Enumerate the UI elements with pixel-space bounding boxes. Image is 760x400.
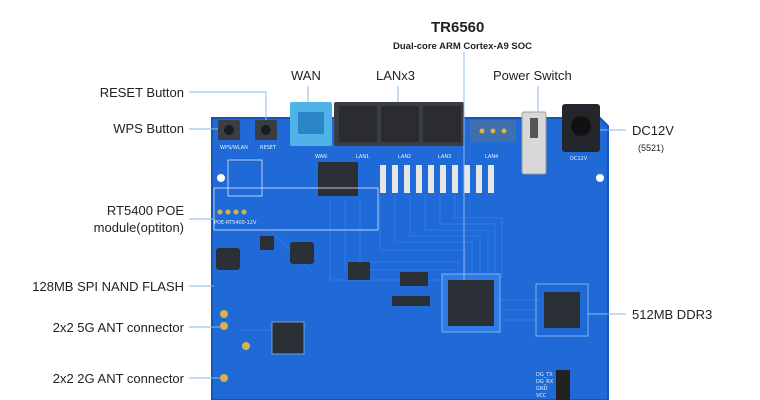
silk-dc12v: DC12V — [570, 156, 588, 162]
mounting-hole — [217, 174, 225, 182]
power-switch-label: Power Switch — [493, 68, 572, 83]
silk-lan2: LAN2 — [398, 154, 411, 160]
silk-debug-gnd: GND — [536, 386, 548, 392]
mounting-hole — [596, 174, 604, 182]
callout-lines — [189, 52, 626, 379]
small-chip — [392, 296, 430, 306]
reset-button-cap — [261, 125, 271, 135]
silk-wan: WAN — [315, 154, 327, 160]
soc-chip — [448, 280, 494, 326]
lan-port-2[interactable] — [381, 106, 419, 142]
poe-connector — [227, 159, 263, 197]
ant-5g-connector-2[interactable] — [242, 342, 250, 350]
header-pin — [490, 128, 496, 134]
silk-lan4: LAN4 — [485, 154, 498, 160]
power-switch-lever — [530, 118, 538, 138]
poe-pin — [233, 209, 239, 215]
silk-lan1: LAN1 — [356, 154, 369, 160]
poe-pin — [217, 209, 223, 215]
pcb-board — [211, 117, 609, 400]
soc-title: TR6560 — [431, 19, 485, 36]
silk-reset: RESET — [260, 145, 277, 151]
dc-in-spec-label: (5521) — [638, 143, 665, 153]
poe-module-label-line1: RT5400 POE — [106, 203, 184, 218]
regulator-chip — [260, 236, 274, 250]
power-switch[interactable] — [521, 111, 547, 175]
debug-header — [556, 370, 570, 400]
silk-wps-wlan: WPS/WLAN — [220, 145, 248, 151]
silk-debug-rx: DG_RX — [536, 379, 554, 385]
wps-button-label: WPS Button — [113, 121, 184, 136]
ant-5g-connector[interactable] — [220, 322, 228, 330]
silk-debug-vcc: VCC — [536, 393, 547, 399]
poe-pin — [225, 209, 231, 215]
ddr-label: 512MB DDR3 — [632, 307, 713, 322]
ant-2g-label: 2x2 2G ANT connector — [52, 371, 184, 386]
wifi-chip — [271, 321, 305, 355]
ant-5g-label: 2x2 5G ANT connector — [52, 320, 184, 335]
passive-component-array — [380, 165, 494, 193]
inductor — [216, 248, 240, 270]
ant-5g-connector[interactable] — [220, 310, 228, 318]
silk-lan3: LAN3 — [438, 154, 451, 160]
ant-2g-connector[interactable] — [220, 374, 228, 382]
wan-label: WAN — [291, 68, 321, 83]
ethernet-transformer — [318, 162, 358, 196]
ddr-chip-outline — [535, 283, 589, 337]
nand-flash-chip — [348, 262, 370, 280]
dc-in-label: DC12V — [632, 123, 674, 138]
inductor — [290, 242, 314, 264]
reset-button-label: RESET Button — [99, 85, 184, 100]
lan-port-1[interactable] — [339, 106, 377, 142]
soc-subtitle: Dual-core ARM Cortex-A9 SOC — [393, 41, 533, 52]
poe-pin — [241, 209, 247, 215]
small-chip — [400, 272, 428, 286]
poe-module-label-line2: module(optiton) — [93, 220, 184, 235]
poe-module-footprint — [213, 187, 379, 231]
silk-debug-tx: DG_TX — [536, 372, 553, 378]
wps-button-cap — [224, 125, 234, 135]
header-pin — [479, 128, 485, 134]
header-pin — [501, 128, 507, 134]
ddr-chip — [544, 292, 580, 328]
wan-port-opening — [298, 112, 324, 134]
nand-flash-label: 128MB SPI NAND FLASH — [32, 279, 184, 294]
lan-port-3[interactable] — [423, 106, 461, 142]
silk-poe: POE-RT5400-12V — [214, 220, 257, 226]
lan-label: LANx3 — [376, 68, 416, 83]
dc-jack-hole — [571, 116, 591, 136]
reset-callout-line — [189, 91, 267, 120]
